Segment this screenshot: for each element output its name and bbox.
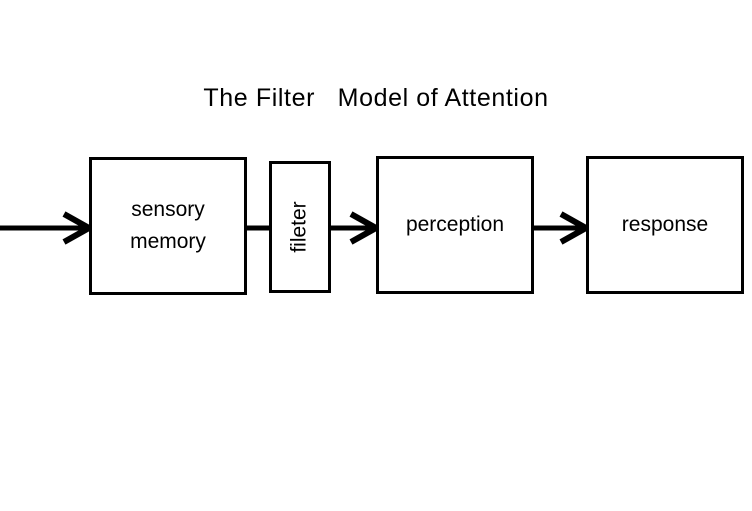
node-response-label: response [621,213,709,236]
node-sensory-memory[interactable]: sensory memory [89,157,247,295]
connector-perception-to-response [533,206,593,250]
arrow-input-icon [0,211,96,245]
connector-sensory-memory-to-filter [246,206,271,250]
connector-filter-to-perception [330,206,383,250]
node-perception[interactable]: perception [376,156,534,294]
node-perception-label: perception [405,213,505,236]
connector-input-to-sensory-memory [0,206,96,250]
node-filter-label: fileter [287,201,311,253]
line-icon [246,225,271,231]
node-filter[interactable]: fileter [269,161,331,293]
arrow-filter-perception-icon [330,211,383,245]
node-sensory-memory-label: sensory memory [130,198,206,253]
arrow-perception-response-icon [533,211,593,245]
node-response[interactable]: response [586,156,744,294]
page-title: The Filter Model of Attention [203,84,549,112]
